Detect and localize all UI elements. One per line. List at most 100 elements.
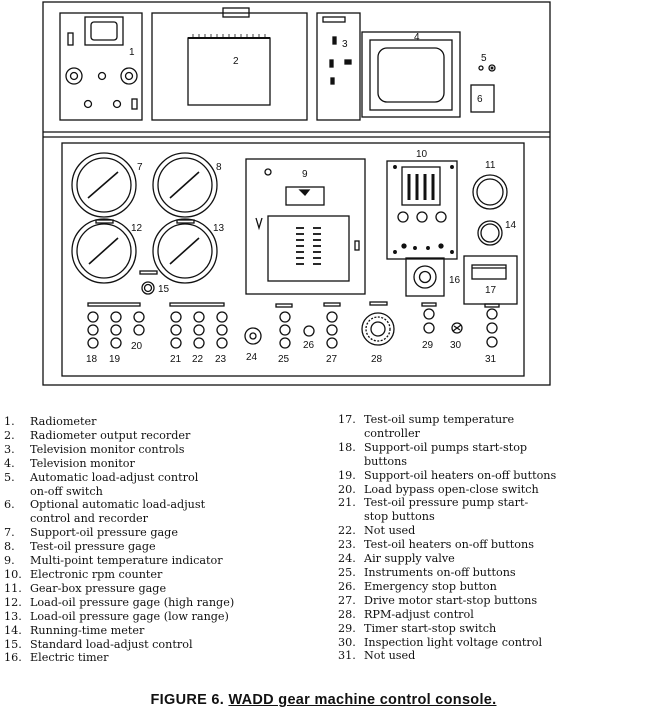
figure-caption: FIGURE 6. WADD gear machine control cons…	[0, 692, 647, 708]
legend-number: 6.	[4, 498, 15, 512]
recorder	[151, 7, 308, 121]
rpm-counter	[386, 160, 458, 260]
electric-timer	[405, 257, 445, 297]
legend-number: 10.	[4, 567, 22, 581]
legend-number: 28.	[338, 607, 356, 621]
legend-text: Test-oil heaters on-off buttons	[364, 538, 534, 552]
legend-number: 13.	[4, 609, 22, 623]
legend-number: 22.	[338, 524, 356, 538]
legend-number: 29.	[338, 621, 356, 635]
radiometer	[59, 12, 143, 121]
callout: 4	[414, 32, 420, 43]
callout: 27	[326, 354, 338, 365]
legend-text: Support-oil pumps start-stop	[364, 440, 528, 454]
light-voltage-control	[451, 322, 463, 334]
legend-text: Radiometer	[30, 415, 97, 428]
legend-number	[4, 512, 30, 526]
legend-text: Load-oil pressure gage (high range)	[30, 595, 235, 609]
legend-number: 5.	[4, 470, 15, 484]
legend-item: 5. Automatic load-adjust control	[4, 471, 304, 485]
legend-text: controller	[364, 426, 420, 440]
legend-text: on-off switch	[30, 484, 103, 498]
tv-monitor-controls	[316, 12, 361, 121]
legend-number: 14.	[4, 623, 22, 637]
callout: 16	[449, 275, 461, 286]
legend-item: 6. Optional automatic load-adjust	[4, 498, 304, 512]
legend-text: Test-oil pressure gage	[30, 540, 156, 554]
gauge-13	[152, 218, 218, 284]
legend-item: 4.Television monitor	[4, 457, 304, 471]
legend-text: Optional automatic load-adjust	[30, 498, 206, 512]
callout: 23	[215, 354, 227, 365]
caption-title: WADD gear machine control console.	[228, 692, 497, 708]
callout: 1	[129, 47, 135, 58]
callout: 15	[158, 284, 170, 295]
callout: 17	[485, 285, 497, 296]
callout: 21	[170, 354, 182, 365]
legend-item: 7.Support-oil pressure gage	[4, 526, 304, 540]
legend-text: Multi-point temperature indicator	[30, 554, 223, 568]
tv-monitor	[361, 31, 461, 118]
legend-number: 3.	[4, 442, 15, 456]
callout: 13	[213, 223, 225, 234]
legend-text: Not used	[364, 524, 416, 538]
legend-item: 20. Load bypass open-close switch	[338, 483, 643, 497]
legend-number	[338, 427, 364, 441]
legend-item: 11. Gear-box pressure gage	[4, 582, 304, 596]
legend-text: Inspection light voltage control	[364, 635, 543, 649]
button-bank-18-20	[87, 302, 145, 349]
callout: 29	[422, 340, 434, 351]
gauge-7	[71, 152, 137, 224]
legend-item: 8.Test-oil pressure gage	[4, 540, 304, 554]
callout: 5	[481, 53, 487, 64]
legend-text: Test-oil pressure pump start-	[364, 496, 529, 510]
legend-text: Electric timer	[30, 651, 109, 665]
legend-number: 11.	[4, 581, 22, 595]
legend-number: 15.	[4, 637, 22, 651]
legend-item: 22. Not used	[338, 524, 643, 538]
running-time-meter	[477, 220, 503, 246]
callout: 7	[137, 162, 143, 173]
legend-item: 31.Not used	[338, 649, 643, 663]
legend-item: controller	[338, 427, 643, 441]
timer-switch	[421, 302, 437, 334]
legend-text: control and recorder	[30, 512, 148, 526]
lower-panel	[61, 142, 525, 377]
legend-text: Load bypass open-close switch	[364, 482, 539, 496]
legend-text: Not used	[364, 649, 416, 663]
callout: 6	[477, 94, 483, 105]
optional-load-adjust-recorder	[470, 84, 495, 113]
button-bank-21-23	[169, 302, 228, 349]
legend-number: 9.	[4, 554, 15, 568]
callout: 8	[216, 162, 222, 173]
legend-text: Test-oil sump temperature	[364, 413, 515, 426]
legend-number: 20.	[338, 482, 356, 496]
legend-number: 16.	[4, 651, 22, 665]
legend-text: Support-oil heaters on-off buttons	[364, 468, 557, 482]
legend-text: Television monitor controls	[30, 442, 185, 456]
gauge-12	[71, 218, 137, 284]
legend-number: 23.	[338, 538, 356, 552]
unused-buttons-31	[484, 303, 500, 348]
callout-labels: 1 2 3 4 5 6 7 8 9 10 11 12 13 14 15 16 1…	[86, 32, 517, 365]
legend-item: 18.Support-oil pumps start-stop	[338, 441, 643, 455]
legend-text: Gear-box pressure gage	[30, 581, 167, 595]
legend-number: 17.	[338, 413, 356, 426]
legend-right: 17.Test-oil sump temperature controller …	[338, 413, 643, 663]
callout: 12	[131, 223, 143, 234]
callout: 14	[505, 220, 517, 231]
load-adjust-control-15	[139, 270, 158, 295]
callout: 25	[278, 354, 290, 365]
callout: 9	[302, 169, 308, 180]
legend-text: buttons	[364, 454, 408, 468]
legend-number	[4, 485, 30, 499]
emergency-stop-button	[303, 325, 315, 337]
legend-item: 23. Test-oil heaters on-off buttons	[338, 538, 643, 552]
legend-item: control and recorder	[4, 512, 304, 526]
legend-item: 21.Test-oil pressure pump start-	[338, 496, 643, 510]
legend-item: 1.Radiometer	[4, 415, 304, 429]
legend-item: 9. Multi-point temperature indicator	[4, 554, 304, 568]
legend-number: 2.	[4, 428, 15, 442]
load-adjust-switch	[478, 64, 496, 72]
legend-text: Automatic load-adjust control	[30, 470, 199, 484]
